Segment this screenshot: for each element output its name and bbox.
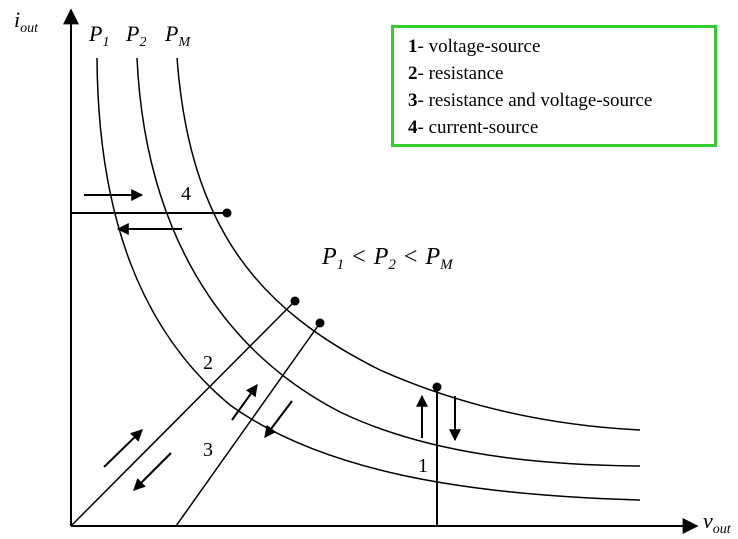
legend-item-resistance-voltage-source: 3- resistance and voltage-source <box>408 90 653 111</box>
operating-point-1 <box>432 382 442 392</box>
legend-item-resistance: 2- resistance <box>408 63 504 84</box>
x-axis-label: vout <box>703 508 732 537</box>
arrow-down-3 <box>264 400 293 438</box>
y-axis-label: iout <box>14 7 39 36</box>
operating-point-4 <box>222 208 232 218</box>
region-label-2: 2 <box>203 352 213 374</box>
curve-label-pm: PM <box>164 21 191 50</box>
power-relation: P1<P2<PM <box>321 244 454 273</box>
region-label-3: 3 <box>203 439 213 461</box>
arrow-up-3 <box>231 384 258 421</box>
legend: 1- voltage-source 2- resistance 3- resis… <box>391 25 717 147</box>
region-label-4: 4 <box>181 183 191 205</box>
region-label-1: 1 <box>418 455 428 477</box>
arrow-down-2 <box>133 452 172 491</box>
curve-label-p2: P2 <box>125 21 146 50</box>
curve-pm <box>176 57 641 431</box>
curve-p1 <box>96 57 641 501</box>
operating-point-3 <box>315 318 325 328</box>
resistance-voltage-line <box>175 322 321 527</box>
curve-p2 <box>136 57 641 467</box>
legend-item-current-source: 4- current-source <box>408 117 539 138</box>
operating-point-2 <box>290 296 300 306</box>
legend-item-voltage-source: 1- voltage-source <box>408 36 541 57</box>
curve-label-p1: P1 <box>88 21 109 50</box>
resistance-line <box>70 300 296 527</box>
arrow-up-2 <box>103 429 143 468</box>
